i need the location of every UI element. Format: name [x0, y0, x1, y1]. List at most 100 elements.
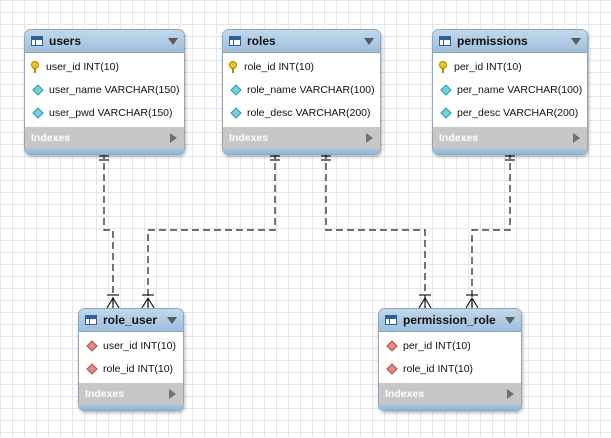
- foreign-key-diamond-icon: [386, 362, 398, 375]
- indexes-label: Indexes: [439, 131, 479, 144]
- table-icon: [85, 315, 97, 325]
- column-list: per_id INT(10) per_name VARCHAR(100) per…: [433, 53, 587, 127]
- column-row[interactable]: per_desc VARCHAR(200): [433, 101, 587, 124]
- column-row[interactable]: role_id INT(10): [223, 55, 380, 78]
- many-marker-permission-role-permissions: [465, 294, 479, 309]
- expand-arrow-icon[interactable]: [366, 133, 373, 143]
- one-marker-roles-right: [321, 155, 331, 161]
- indexes-section[interactable]: Indexes: [379, 383, 521, 404]
- column-row[interactable]: role_name VARCHAR(100): [223, 78, 380, 101]
- key-icon: [439, 60, 449, 73]
- indexes-section[interactable]: Indexes: [79, 383, 183, 404]
- many-marker-permission-role-roles: [418, 294, 432, 309]
- collapse-arrow-icon[interactable]: [168, 38, 178, 45]
- table-roles[interactable]: roles role_id INT(10) role_name VARCHAR(…: [222, 29, 381, 155]
- foreign-key-diamond-icon: [86, 362, 98, 375]
- column-list: user_id INT(10) role_id INT(10): [79, 332, 183, 383]
- one-marker-permissions: [505, 155, 515, 161]
- table-footer: [79, 404, 183, 410]
- table-permissions[interactable]: permissions per_id INT(10) per_name VARC…: [432, 29, 588, 155]
- many-marker-role-user-roles: [141, 294, 155, 309]
- column-row[interactable]: user_id INT(10): [79, 334, 183, 357]
- expand-arrow-icon[interactable]: [169, 389, 176, 399]
- column-row[interactable]: per_id INT(10): [379, 334, 521, 357]
- column-label: user_name VARCHAR(150): [49, 83, 180, 96]
- column-list: role_id INT(10) role_name VARCHAR(100) r…: [223, 53, 380, 127]
- column-row[interactable]: role_desc VARCHAR(200): [223, 101, 380, 124]
- diamond-icon: [32, 83, 44, 96]
- column-label: per_name VARCHAR(100): [457, 83, 583, 96]
- indexes-label: Indexes: [229, 131, 269, 144]
- many-marker-role-user-users: [106, 294, 120, 309]
- column-label: per_id INT(10): [403, 339, 471, 352]
- table-title: roles: [247, 34, 276, 48]
- table-title: role_user: [103, 313, 158, 327]
- table-icon: [229, 36, 241, 46]
- indexes-label: Indexes: [85, 387, 125, 400]
- column-label: per_id INT(10): [454, 60, 522, 73]
- diamond-icon: [230, 83, 242, 96]
- column-label: role_name VARCHAR(100): [247, 83, 375, 96]
- column-label: per_desc VARCHAR(200): [457, 106, 579, 119]
- table-header[interactable]: users: [25, 30, 184, 53]
- column-row[interactable]: role_id INT(10): [79, 357, 183, 380]
- collapse-arrow-icon[interactable]: [364, 38, 374, 45]
- table-icon: [31, 36, 43, 46]
- table-role-user[interactable]: role_user user_id INT(10) role_id INT(10…: [78, 308, 184, 411]
- column-list: user_id INT(10) user_name VARCHAR(150) u…: [25, 53, 184, 127]
- relationship-permissions-permission-role[interactable]: [471, 152, 511, 307]
- table-title: permissions: [457, 34, 528, 48]
- column-label: role_id INT(10): [403, 362, 474, 375]
- diamond-icon: [230, 106, 242, 119]
- table-header[interactable]: role_user: [79, 309, 183, 332]
- key-icon: [229, 60, 239, 73]
- column-label: role_id INT(10): [244, 60, 315, 73]
- collapse-arrow-icon[interactable]: [167, 317, 177, 324]
- column-row[interactable]: user_id INT(10): [25, 55, 184, 78]
- expand-arrow-icon[interactable]: [170, 133, 177, 143]
- table-title: users: [49, 34, 82, 48]
- diamond-icon: [440, 106, 452, 119]
- table-permission-role[interactable]: permission_role per_id INT(10) role_id I…: [378, 308, 522, 411]
- relationship-roles-role-user[interactable]: [147, 152, 276, 307]
- column-label: user_id INT(10): [46, 60, 119, 73]
- table-icon: [439, 36, 451, 46]
- table-footer: [25, 148, 184, 154]
- column-row[interactable]: per_name VARCHAR(100): [433, 78, 587, 101]
- diamond-icon: [440, 83, 452, 96]
- table-title: permission_role: [403, 313, 496, 327]
- column-label: role_desc VARCHAR(200): [247, 106, 371, 119]
- indexes-section[interactable]: Indexes: [223, 127, 380, 148]
- collapse-arrow-icon[interactable]: [505, 317, 515, 324]
- column-label: user_pwd VARCHAR(150): [49, 106, 173, 119]
- table-header[interactable]: permissions: [433, 30, 587, 53]
- table-header[interactable]: roles: [223, 30, 380, 53]
- collapse-arrow-icon[interactable]: [571, 38, 581, 45]
- table-footer: [379, 404, 521, 410]
- column-row[interactable]: user_name VARCHAR(150): [25, 78, 184, 101]
- indexes-section[interactable]: Indexes: [25, 127, 184, 148]
- column-label: role_id INT(10): [103, 362, 174, 375]
- relationship-users-role-user[interactable]: [103, 152, 114, 307]
- diamond-icon: [32, 106, 44, 119]
- key-icon: [31, 60, 41, 73]
- column-row[interactable]: per_id INT(10): [433, 55, 587, 78]
- column-label: user_id INT(10): [103, 339, 176, 352]
- expand-arrow-icon[interactable]: [507, 389, 514, 399]
- table-footer: [223, 148, 380, 154]
- table-header[interactable]: permission_role: [379, 309, 521, 332]
- indexes-section[interactable]: Indexes: [433, 127, 587, 148]
- table-footer: [433, 148, 587, 154]
- column-row[interactable]: user_pwd VARCHAR(150): [25, 101, 184, 124]
- foreign-key-diamond-icon: [86, 339, 98, 352]
- expand-arrow-icon[interactable]: [573, 133, 580, 143]
- indexes-label: Indexes: [31, 131, 71, 144]
- one-marker-roles-left: [270, 155, 280, 161]
- relationship-roles-permission-role[interactable]: [325, 152, 426, 307]
- foreign-key-diamond-icon: [386, 339, 398, 352]
- table-icon: [385, 315, 397, 325]
- table-users[interactable]: users user_id INT(10) user_name VARCHAR(…: [24, 29, 185, 155]
- column-row[interactable]: role_id INT(10): [379, 357, 521, 380]
- indexes-label: Indexes: [385, 387, 425, 400]
